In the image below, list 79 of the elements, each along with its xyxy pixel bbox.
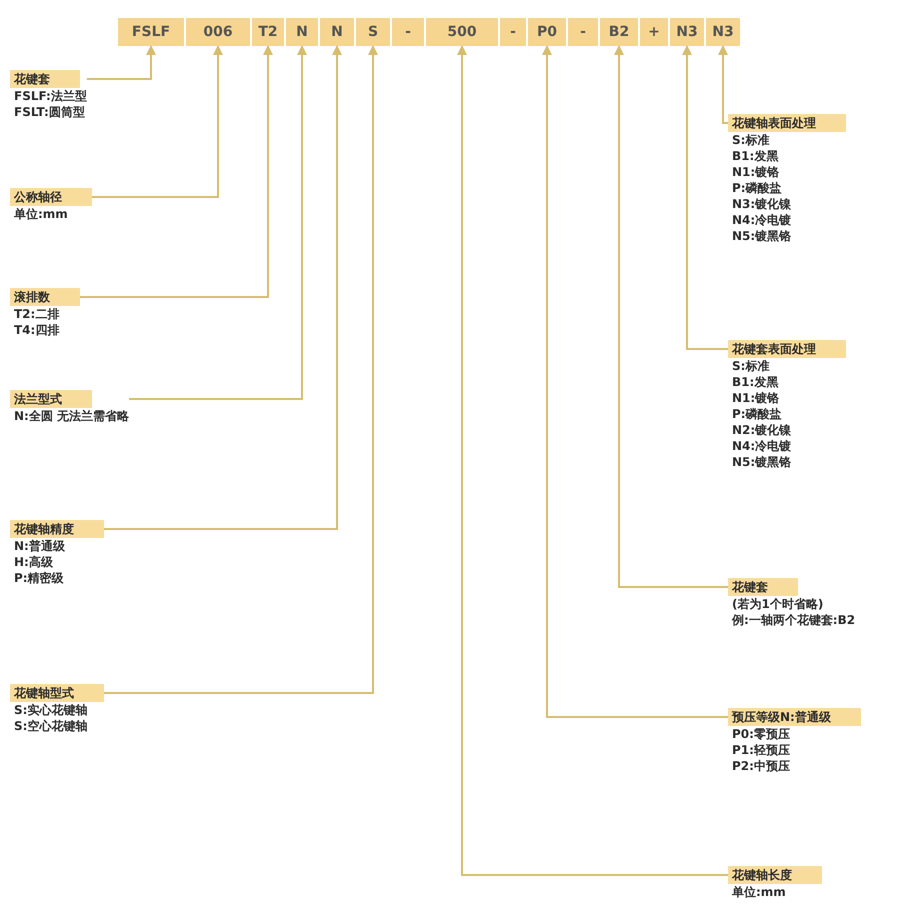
- leader-arrow: [457, 45, 728, 876]
- description-block: [10, 70, 87, 120]
- leader-arrow: [104, 45, 378, 694]
- option-text: B1:发黑: [731, 374, 778, 390]
- description-block: [728, 340, 846, 470]
- code-segment: N: [286, 18, 318, 46]
- option-text: N5:镀黑铬: [731, 454, 792, 470]
- code-segment: -: [500, 18, 526, 46]
- option-text: S:标准: [731, 132, 770, 148]
- code-segment: S: [356, 18, 390, 46]
- code-segment: 500: [426, 18, 498, 46]
- leader-arrow: [129, 45, 307, 400]
- description-heading: 花键套: [10, 70, 80, 88]
- code-segment: -: [392, 18, 424, 46]
- leader-arrow: [92, 45, 223, 198]
- description-heading: 滚排数: [10, 288, 80, 306]
- code-segment: P0: [528, 18, 566, 46]
- description-heading: 法兰型式: [10, 390, 92, 408]
- description-heading: 花键轴型式: [10, 684, 104, 702]
- option-text: P0:零预压: [731, 726, 790, 742]
- description-block: [10, 390, 130, 424]
- option-text: P:磷酸盐: [731, 406, 782, 422]
- option-text: N:普通级: [13, 538, 65, 554]
- option-text: S:实心花键轴: [13, 702, 88, 718]
- description-block: [728, 114, 846, 244]
- option-text: T4:四排: [13, 322, 60, 338]
- code-segment: T2: [252, 18, 284, 46]
- option-text: N1:镀铬: [731, 390, 780, 406]
- code-segment: FSLF: [118, 18, 184, 46]
- option-text: (若为1个时省略): [731, 596, 824, 612]
- option-text: P:磷酸盐: [731, 180, 782, 196]
- description-heading: 预压等级N:普通级: [728, 708, 861, 726]
- description-heading: 花键轴长度: [728, 866, 822, 884]
- option-text: S:空心花键轴: [13, 718, 88, 734]
- option-text: N4:冷电镀: [731, 438, 792, 454]
- description-heading: 公称轴径: [10, 188, 92, 206]
- option-text: N3:镀化镍: [731, 196, 792, 212]
- description-block: [10, 188, 92, 222]
- leader-arrow: [80, 45, 273, 298]
- description-block: [728, 866, 822, 900]
- code-segment: N3: [670, 18, 704, 46]
- option-text: P2:中预压: [731, 758, 790, 774]
- option-text: P:精密级: [13, 570, 64, 586]
- leader-arrow: [542, 45, 728, 718]
- description-block: [10, 684, 104, 734]
- description-block: [10, 288, 80, 338]
- code-segment: -: [568, 18, 598, 46]
- option-text: 单位:mm: [13, 206, 68, 222]
- description-block: [728, 578, 856, 628]
- code-segment: N: [320, 18, 354, 46]
- description-heading: 花键套表面处理: [728, 340, 846, 358]
- option-text: N2:镀化镍: [731, 422, 792, 438]
- option-text: 例:一轴两个花键套:B2: [730, 612, 856, 628]
- option-text: B1:发黑: [731, 148, 778, 164]
- option-text: N5:镀黑铬: [731, 228, 792, 244]
- option-text: 单位:mm: [731, 884, 786, 900]
- leader-arrow: [104, 45, 342, 530]
- option-text: N:全圆 无法兰需省略: [13, 408, 130, 424]
- code-segment: +: [640, 18, 668, 46]
- description-block: [10, 520, 104, 586]
- description-block: [728, 708, 861, 774]
- description-heading: 花键轴精度: [10, 520, 104, 538]
- description-heading: 花键套: [728, 578, 798, 596]
- option-text: N1:镀铬: [731, 164, 780, 180]
- leader-arrow: [614, 45, 728, 588]
- option-text: P1:轻预压: [731, 742, 790, 758]
- description-heading: 花键轴表面处理: [728, 114, 846, 132]
- leader-arrow: [718, 45, 728, 124]
- leader-arrow: [682, 45, 728, 350]
- leader-arrow: [86, 45, 156, 80]
- code-segment: 006: [186, 18, 250, 46]
- option-text: H:高级: [13, 554, 53, 570]
- code-segment: N3: [706, 18, 740, 46]
- option-text: S:标准: [731, 358, 770, 374]
- option-text: N4:冷电镀: [731, 212, 792, 228]
- code-segment: B2: [600, 18, 638, 46]
- option-text: FSLF:法兰型: [13, 88, 87, 104]
- option-text: T2:二排: [13, 306, 60, 322]
- option-text: FSLT:圆筒型: [13, 104, 85, 120]
